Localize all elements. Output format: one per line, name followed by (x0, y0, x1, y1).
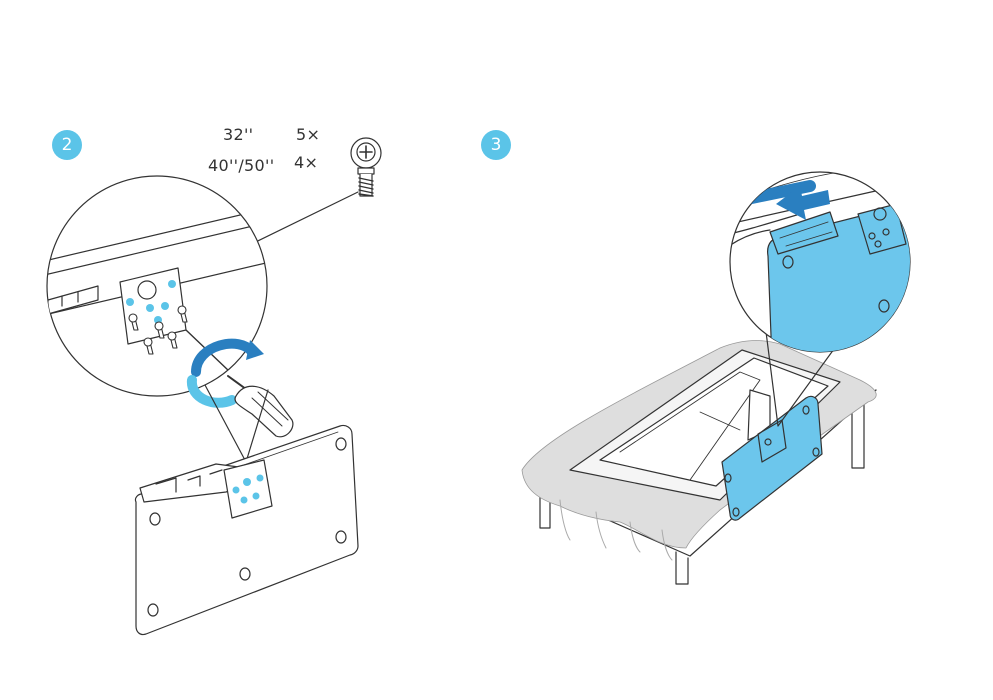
slide-arrow-icon (776, 186, 830, 220)
step-3-illustration (521, 171, 911, 585)
stand-base (134, 424, 359, 636)
stand-plate (721, 395, 823, 521)
step-3-badge: 3 (481, 130, 511, 160)
screw-count-32: 5× (296, 125, 321, 144)
rotate-arrow-icon (187, 338, 264, 408)
screw-count-40-50: 4× (294, 153, 319, 172)
screw-size-40-50: 40''/50'' (208, 156, 275, 175)
step-2-illustration (46, 137, 382, 636)
zoom-funnel-3 (763, 315, 843, 427)
zoom-circle (46, 175, 268, 397)
screw-size-32: 32'' (223, 125, 254, 144)
step-2-badge: 2 (52, 130, 82, 160)
screw-icon (350, 137, 382, 197)
screwdriver-icon (227, 375, 294, 438)
